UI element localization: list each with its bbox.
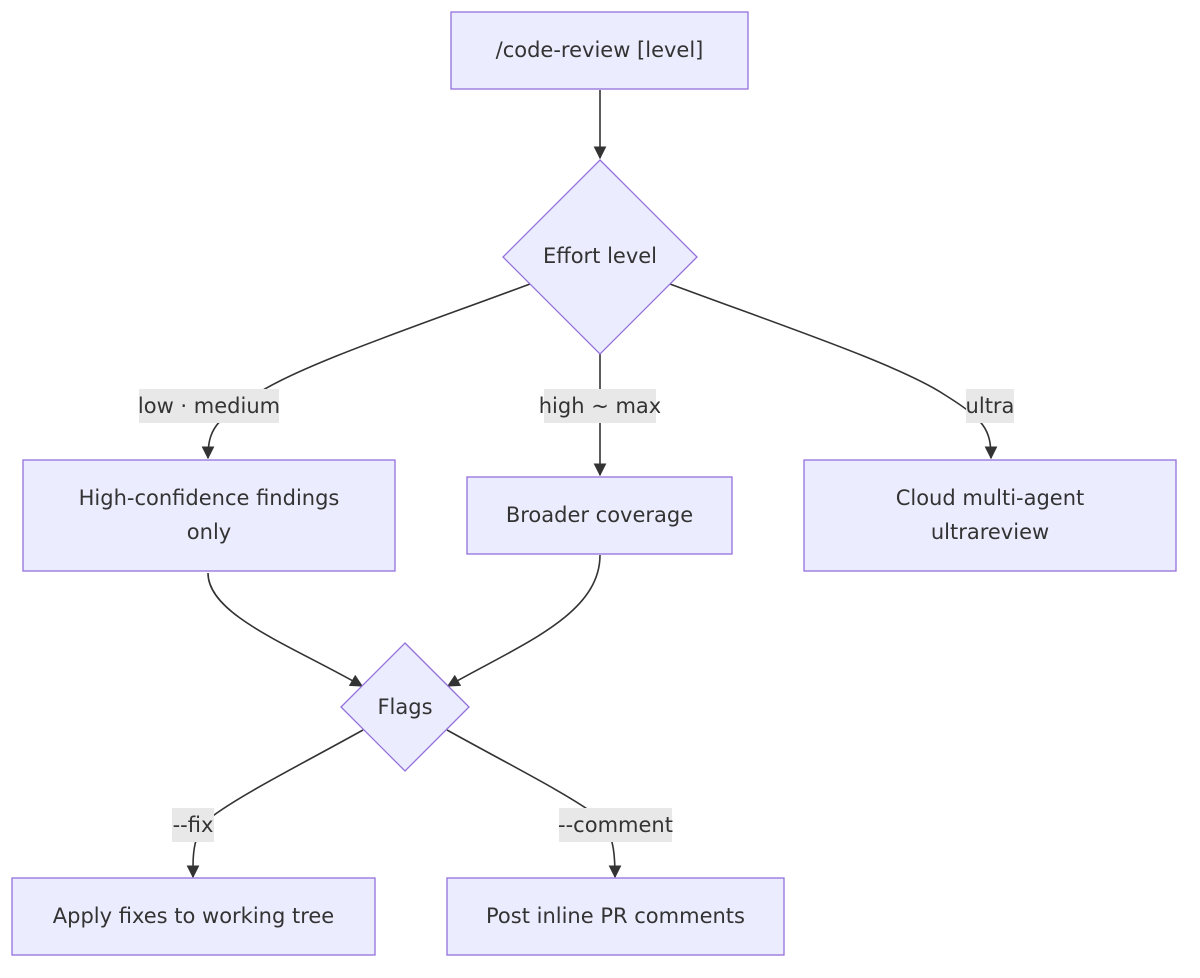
node-high-confidence-findings: High-confidence findings only xyxy=(22,459,396,572)
decision-flags: Flags xyxy=(340,642,470,772)
node-code-review-command-label: /code-review [level] xyxy=(496,38,704,62)
node-apply-fixes-label: Apply fixes to working tree xyxy=(53,904,334,928)
decision-flags-label: Flags xyxy=(377,695,432,719)
edge-label-low-medium-text: low · medium xyxy=(138,394,280,418)
node-post-pr-comments: Post inline PR comments xyxy=(446,877,785,956)
edge-flags-to-post xyxy=(446,729,622,879)
edge-effort-to-cloud xyxy=(669,283,998,460)
edge-effort-to-high-confidence xyxy=(201,283,531,460)
node-broader-coverage: Broader coverage xyxy=(466,476,733,555)
node-cloud-ultrareview-line1: Cloud multi-agent xyxy=(896,486,1085,510)
edge-label-high-max-text: high ~ max xyxy=(539,394,661,418)
node-cloud-ultrareview-line2: ultrareview xyxy=(931,520,1049,544)
edge-label-high-max: high ~ max xyxy=(539,389,661,423)
node-high-confidence-findings-line2: only xyxy=(187,520,231,544)
node-apply-fixes: Apply fixes to working tree xyxy=(11,877,376,956)
decision-effort-level-label: Effort level xyxy=(543,244,657,268)
edge-label-fix-text: --fix xyxy=(173,813,214,837)
edge-label-fix: --fix xyxy=(172,808,214,842)
node-post-pr-comments-label: Post inline PR comments xyxy=(486,904,745,928)
edge-label-comment: --comment xyxy=(558,808,673,842)
edge-label-ultra-text: ultra xyxy=(966,394,1015,418)
edge-high-confidence-to-flags xyxy=(207,572,364,687)
node-broader-coverage-label: Broader coverage xyxy=(506,503,693,527)
edge-broader-to-flags xyxy=(446,554,601,687)
edge-label-ultra: ultra xyxy=(966,389,1015,423)
decision-effort-level: Effort level xyxy=(502,159,698,355)
node-cloud-ultrareview: Cloud multi-agent ultrareview xyxy=(803,459,1177,572)
node-code-review-command: /code-review [level] xyxy=(450,11,749,90)
edge-flags-to-apply xyxy=(186,729,364,879)
edge-label-comment-text: --comment xyxy=(558,813,673,837)
node-high-confidence-findings-line1: High-confidence findings xyxy=(79,486,340,510)
edge-label-low-medium: low · medium xyxy=(138,389,280,423)
